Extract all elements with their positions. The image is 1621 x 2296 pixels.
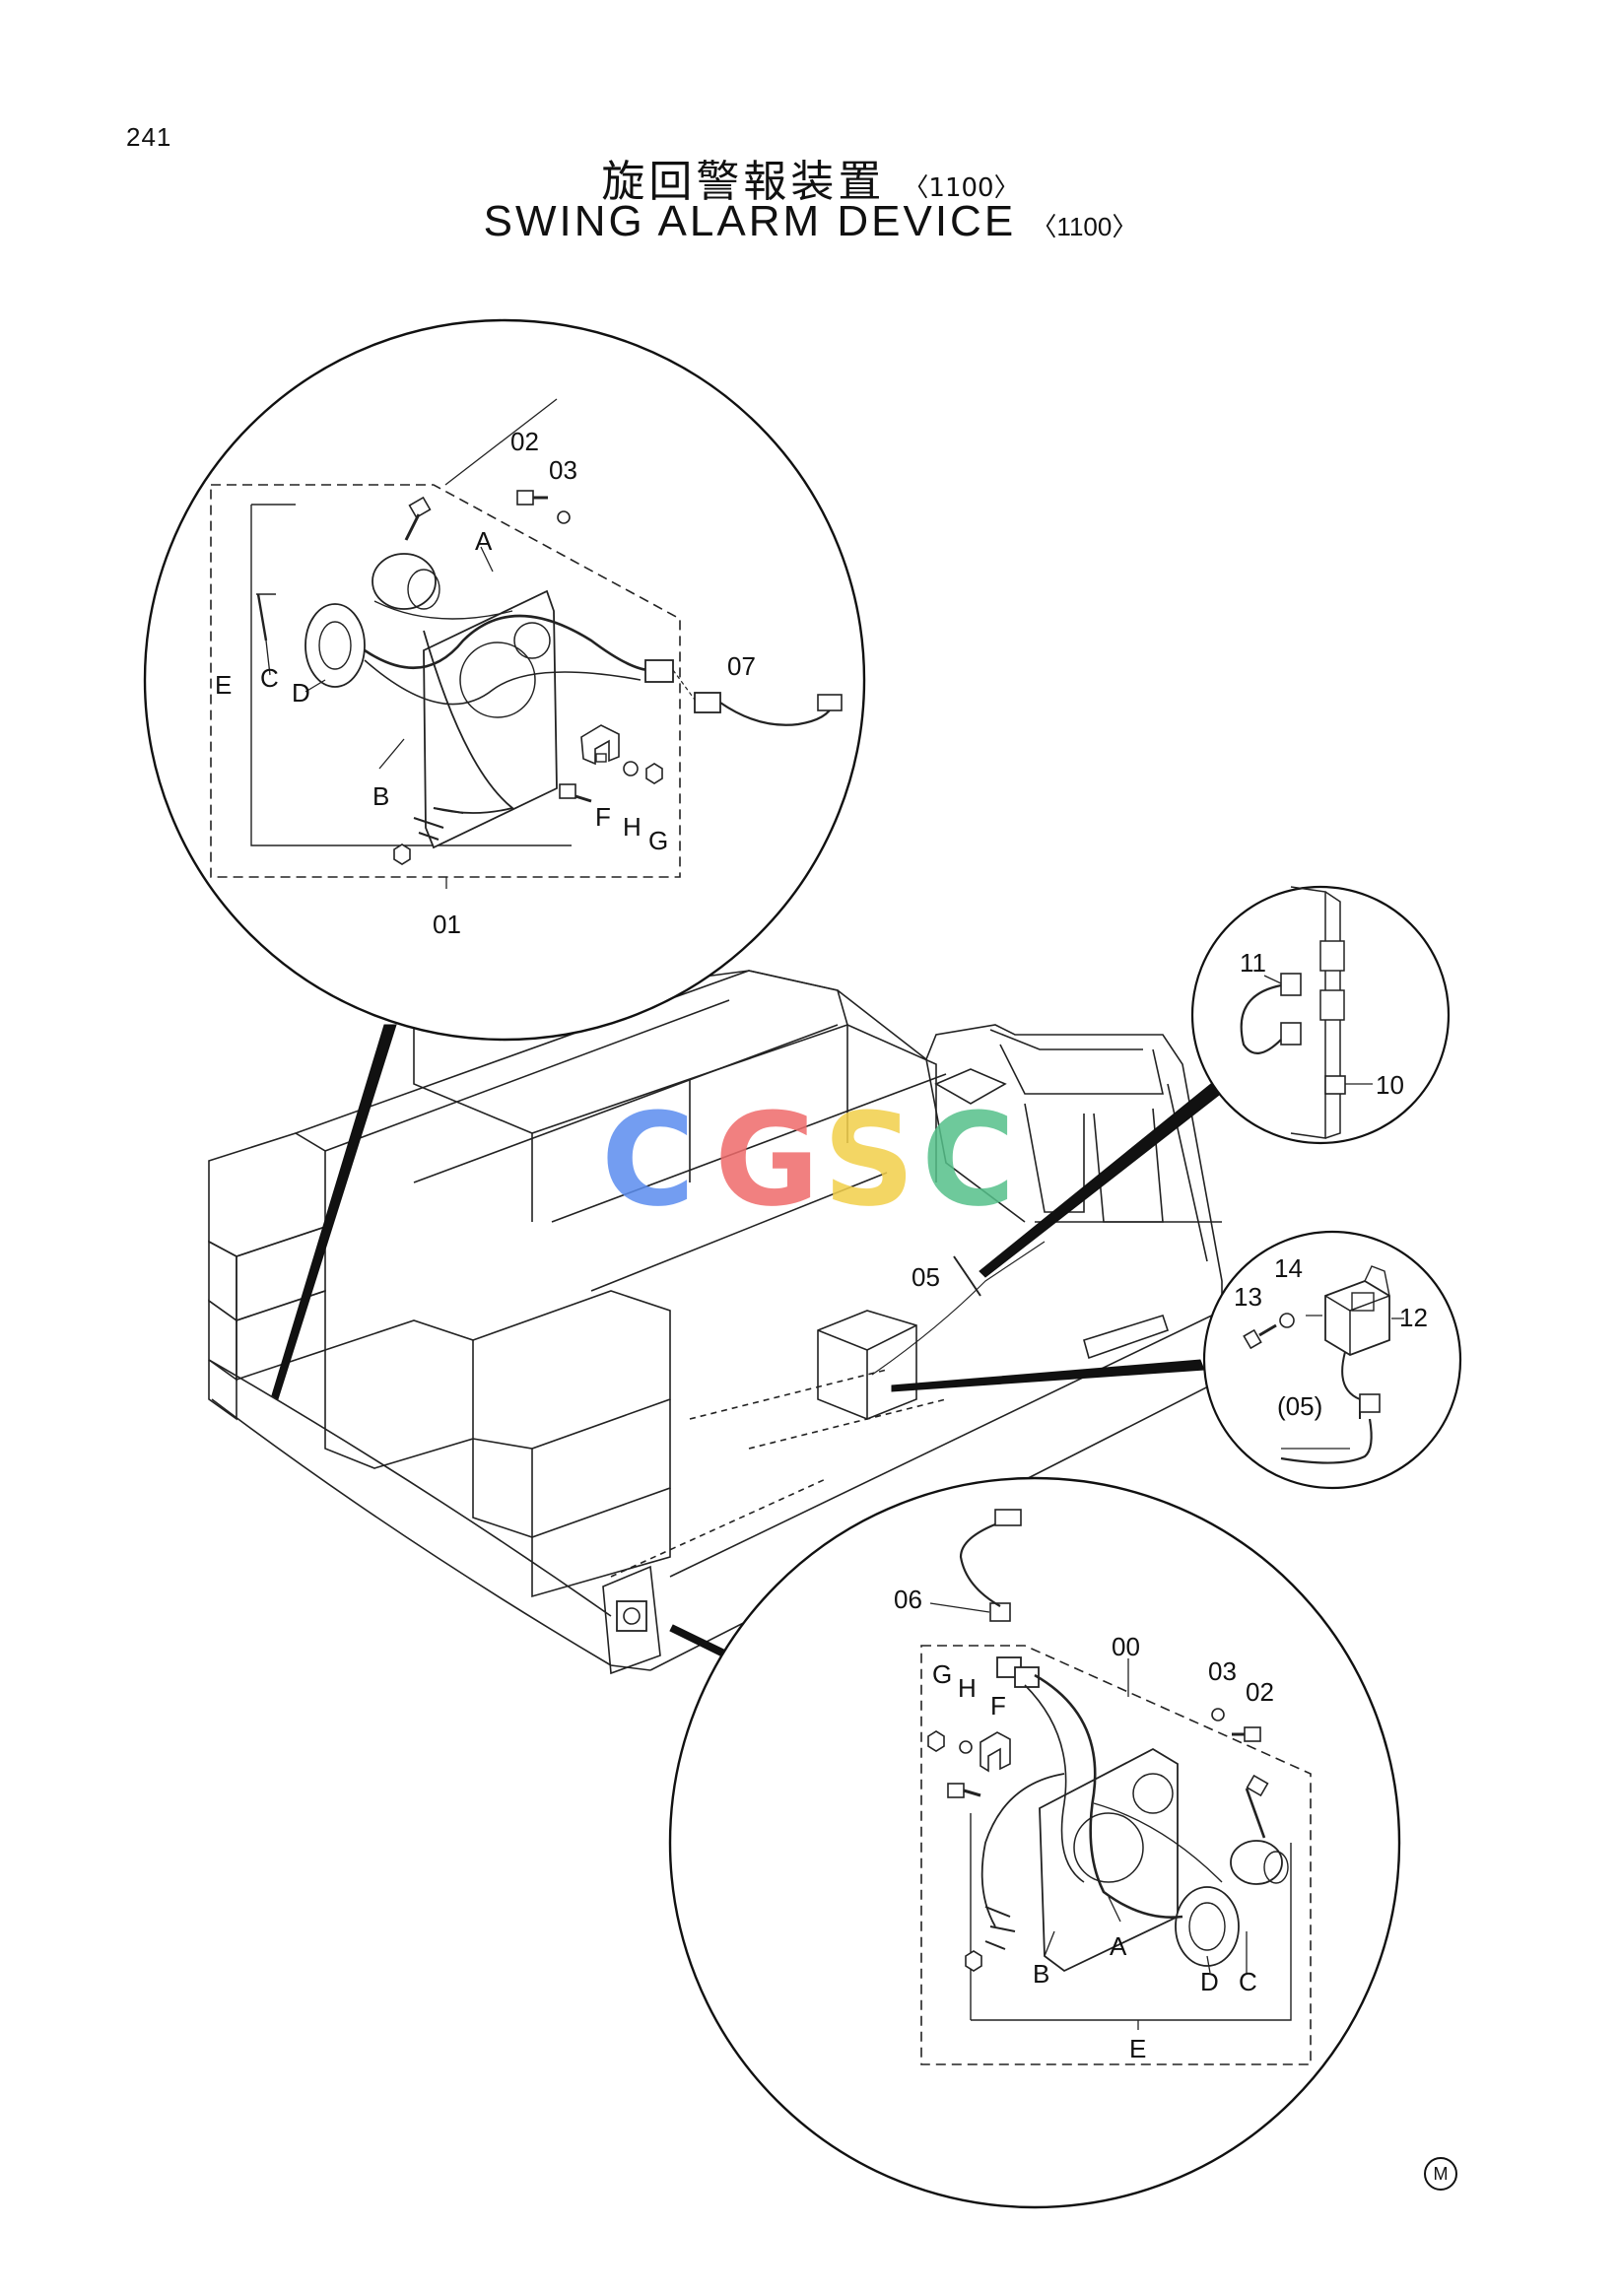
title-english: SWING ALARM DEVICE 〈1100〉: [0, 197, 1621, 246]
callout-10: 10: [1376, 1070, 1404, 1100]
callout-H-top: H: [623, 812, 642, 842]
callout-11: 11: [1240, 948, 1266, 978]
callout-12: 12: [1399, 1303, 1428, 1332]
title-japanese: 旋回警報装置 〈1100〉: [0, 146, 1621, 209]
callout-13: 13: [1234, 1282, 1262, 1312]
detail-circle-right-upper: 11 10: [1190, 885, 1451, 1145]
page-number: 241: [126, 122, 172, 152]
callout-01: 01: [433, 910, 461, 939]
callout-E-top: E: [215, 670, 232, 700]
title-jp-text: 旋回警報装置: [601, 157, 886, 207]
callout-03-top: 03: [549, 455, 577, 485]
callout-G-top: G: [648, 826, 668, 855]
callout-D-bottom: D: [1200, 1967, 1219, 1996]
callout-00: 00: [1112, 1632, 1140, 1661]
callout-E-bottom: E: [1129, 2034, 1146, 2063]
callout-B-top: B: [372, 781, 389, 811]
callout-D-top: D: [292, 678, 310, 708]
svg-text:G: G: [714, 1085, 820, 1235]
detail-circle-right-lower: 13 14 12 (05): [1202, 1230, 1462, 1490]
callout-B-bottom: B: [1033, 1959, 1049, 1989]
leader-wedges: [271, 1024, 1228, 1702]
callout-A-bottom: A: [1110, 1931, 1127, 1961]
callout-02-top: 02: [510, 427, 539, 456]
corner-mark: M: [1424, 2157, 1457, 2191]
title-en-code: 〈1100〉: [1031, 212, 1138, 241]
title-jp-code: 〈1100〉: [903, 173, 1020, 203]
callout-G-bottom: G: [932, 1659, 952, 1689]
callout-F-bottom: F: [990, 1691, 1006, 1721]
svg-text:C: C: [601, 1085, 695, 1235]
svg-text:S: S: [823, 1085, 915, 1235]
callout-14: 14: [1274, 1253, 1303, 1283]
callout-07: 07: [727, 651, 756, 681]
callout-02-bottom: 02: [1246, 1677, 1274, 1707]
title-en-text: SWING ALARM DEVICE: [483, 197, 1017, 245]
callout-05: 05: [912, 1262, 940, 1292]
callout-C-top: C: [260, 663, 279, 693]
callout-05-paren: (05): [1277, 1391, 1322, 1421]
watermark-cgsc: C G S C: [601, 1085, 1015, 1235]
detail-circle-bottom: 00 03 02 06 G H F A B D C E: [668, 1476, 1401, 2209]
callout-A-top: A: [475, 526, 493, 556]
callout-F-top: F: [595, 802, 611, 832]
callout-H-bottom: H: [958, 1673, 977, 1703]
callout-C-bottom: C: [1239, 1967, 1257, 1996]
svg-text:C: C: [921, 1085, 1015, 1235]
detail-circle-top: 02 03 A 07 E C D B F H G 01: [143, 318, 866, 1042]
callout-03-bottom: 03: [1208, 1656, 1237, 1686]
callout-06: 06: [894, 1585, 922, 1614]
